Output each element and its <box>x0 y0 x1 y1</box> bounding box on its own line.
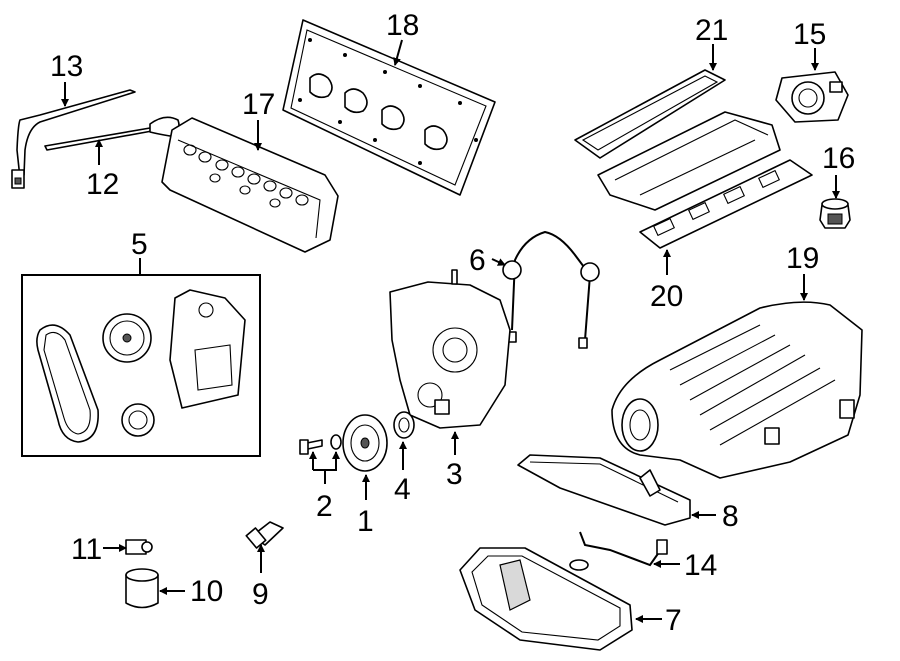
oil-pan-part[interactable] <box>459 547 633 651</box>
callout-21: 21 <box>695 14 728 47</box>
chain-tensioner-part[interactable] <box>169 289 246 409</box>
crankshaft-sprocket-part[interactable] <box>121 403 155 437</box>
callout-7: 7 <box>665 604 682 637</box>
timing-cover-gasket-part[interactable] <box>502 230 600 349</box>
callout-15: 15 <box>793 18 826 51</box>
oil-pickup-tube-part[interactable] <box>569 531 668 571</box>
oil-filter-adapter-part[interactable] <box>125 539 153 555</box>
valve-cover-gasket-part[interactable] <box>282 19 496 196</box>
callout-17: 17 <box>242 88 275 121</box>
camshaft-sprocket-part[interactable] <box>102 313 152 363</box>
filler-cap-part[interactable] <box>819 198 851 229</box>
callout-6: 6 <box>469 244 486 277</box>
timing-cover-part[interactable] <box>389 269 511 429</box>
callout-labels: 1 2 3 4 5 6 7 8 9 10 11 12 13 14 15 16 1… <box>50 9 855 637</box>
lower-intake-manifold-part[interactable] <box>597 111 781 211</box>
callout-8: 8 <box>722 500 739 533</box>
oil-filter-part[interactable] <box>125 568 159 609</box>
callout-16: 16 <box>822 142 855 175</box>
callout-14: 14 <box>684 549 717 582</box>
callout-12: 12 <box>86 168 119 201</box>
callout-2: 2 <box>316 490 333 523</box>
leader-lines <box>61 39 840 623</box>
callout-9: 9 <box>252 578 269 611</box>
callout-5: 5 <box>131 228 148 261</box>
callout-20: 20 <box>650 280 683 313</box>
callout-11: 11 <box>71 533 102 566</box>
upper-intake-manifold-part[interactable] <box>611 301 863 479</box>
callout-4: 4 <box>394 473 411 506</box>
callout-10: 10 <box>190 575 223 608</box>
callout-18: 18 <box>386 9 419 42</box>
dipstick-tube-part[interactable] <box>11 89 136 189</box>
callout-13: 13 <box>50 50 83 83</box>
damper-bolt-part[interactable] <box>299 434 342 455</box>
throttle-body-part[interactable] <box>775 71 849 123</box>
windage-tray-part[interactable] <box>517 454 691 526</box>
callout-19: 19 <box>786 242 819 275</box>
callout-1: 1 <box>357 505 374 538</box>
valve-cover-part[interactable] <box>161 117 339 253</box>
crankshaft-damper-part[interactable] <box>342 414 388 472</box>
callout-3: 3 <box>446 458 463 491</box>
timing-chain-part[interactable] <box>36 324 99 443</box>
intake-manifold-gasket-part[interactable] <box>639 159 813 249</box>
crankshaft-seal-part[interactable] <box>393 411 415 439</box>
dipstick-part[interactable] <box>44 116 180 151</box>
oil-pressure-sensor-part[interactable] <box>245 521 284 549</box>
intake-plenum-gasket-part[interactable] <box>574 69 726 159</box>
